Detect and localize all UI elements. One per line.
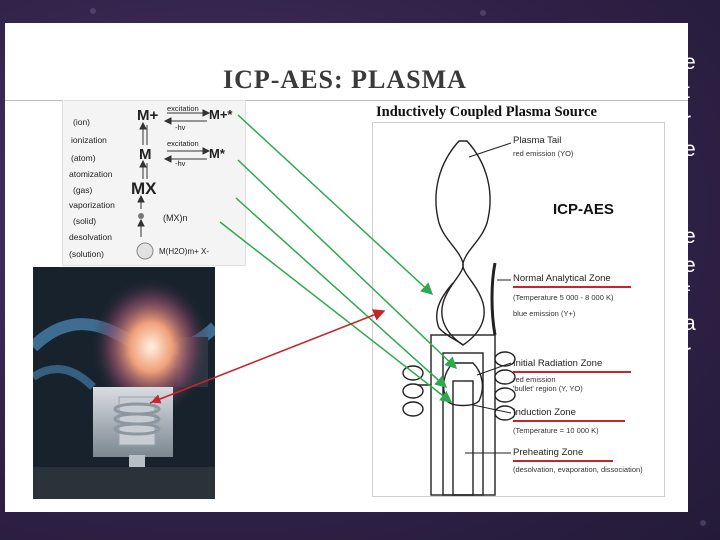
edge-letter: a xyxy=(684,312,696,335)
edge-letter: e xyxy=(684,138,696,161)
icp-zone-diagram: Plasma Tail red emission (YO) ICP-AES No… xyxy=(372,122,665,497)
edge-letter: e xyxy=(684,225,696,248)
state-label: ionization xyxy=(71,135,107,145)
state-label: (ion) xyxy=(73,117,91,127)
zone-preheating: Preheating Zone xyxy=(513,447,584,458)
zone-induction-temp: (Temperature = 10 000 K) xyxy=(513,426,599,435)
species-m-plus-excited: M+* xyxy=(209,107,233,122)
zone-induction: Induction Zone xyxy=(513,407,576,418)
state-label: vaporization xyxy=(69,200,115,210)
zone-underline xyxy=(513,371,631,373)
torch-photo-drawing xyxy=(33,267,215,499)
zone-plasma-tail-detail: red emission (YO) xyxy=(513,149,574,158)
zone-underline xyxy=(513,460,613,462)
edge-letter: t xyxy=(684,80,690,103)
icp-torch-photo xyxy=(33,267,215,499)
zone-initial-radiation: Initial Radiation Zone xyxy=(513,358,603,369)
edge-letter xyxy=(684,164,714,193)
background-dot xyxy=(480,10,486,16)
species-m-plus: M+ xyxy=(137,107,159,124)
edge-letter: f xyxy=(684,283,690,306)
excitation-label: excitation xyxy=(167,139,199,148)
edge-letter: r xyxy=(684,341,691,364)
species-mx-n: (MX)n xyxy=(163,213,188,223)
edge-letter: r xyxy=(684,109,691,132)
edge-letter xyxy=(684,193,714,222)
background-dot xyxy=(90,8,96,14)
excitation-label: excitation xyxy=(167,104,199,113)
zone-preheating-detail: (desolvation, evaporation, dissociation) xyxy=(513,465,643,474)
zone-plasma-tail: Plasma Tail xyxy=(513,135,562,146)
state-label: (solution) xyxy=(69,249,104,259)
state-label: atomization xyxy=(69,169,113,179)
zone-initial-radiation-region: 'bullet' region (Y, YO) xyxy=(513,384,583,393)
background-dot xyxy=(700,520,706,526)
species-mx: MX xyxy=(131,179,157,198)
zone-initial-radiation-emission: red emission xyxy=(513,375,556,384)
state-label: desolvation xyxy=(69,232,113,242)
states-arrows xyxy=(136,109,211,260)
zone-underline xyxy=(513,420,625,422)
edge-letter: e xyxy=(684,254,696,277)
emission-label: -hv xyxy=(175,159,186,168)
species-m: M xyxy=(139,146,152,163)
state-label: (atom) xyxy=(71,153,96,163)
zone-underline xyxy=(513,286,631,288)
zone-normal-analytical: Normal Analytical Zone xyxy=(513,273,611,284)
zone-normal-analytical-emission: blue emission (Y+) xyxy=(513,309,576,318)
emission-label: -hv xyxy=(175,123,186,132)
zone-normal-analytical-temp: (Temperature 5 000 - 8 000 K) xyxy=(513,293,614,302)
diagram-heading: ICP-AES xyxy=(553,201,614,218)
edge-letter: e xyxy=(684,51,696,74)
slide-title: ICP-AES: PLASMA xyxy=(223,65,467,94)
state-label: (gas) xyxy=(73,185,93,195)
title-divider xyxy=(5,100,688,101)
species-m-excited: M* xyxy=(209,146,225,161)
state-label: (solid) xyxy=(73,216,97,226)
slide-subtitle: Inductively Coupled Plasma Source xyxy=(376,104,597,120)
right-edge-text: e t r e e e f a r xyxy=(684,48,714,367)
species-solution: M(H2O)m+ X- xyxy=(159,247,209,256)
states-panel: (ion) ionization (atom) atomization (gas… xyxy=(62,100,246,266)
